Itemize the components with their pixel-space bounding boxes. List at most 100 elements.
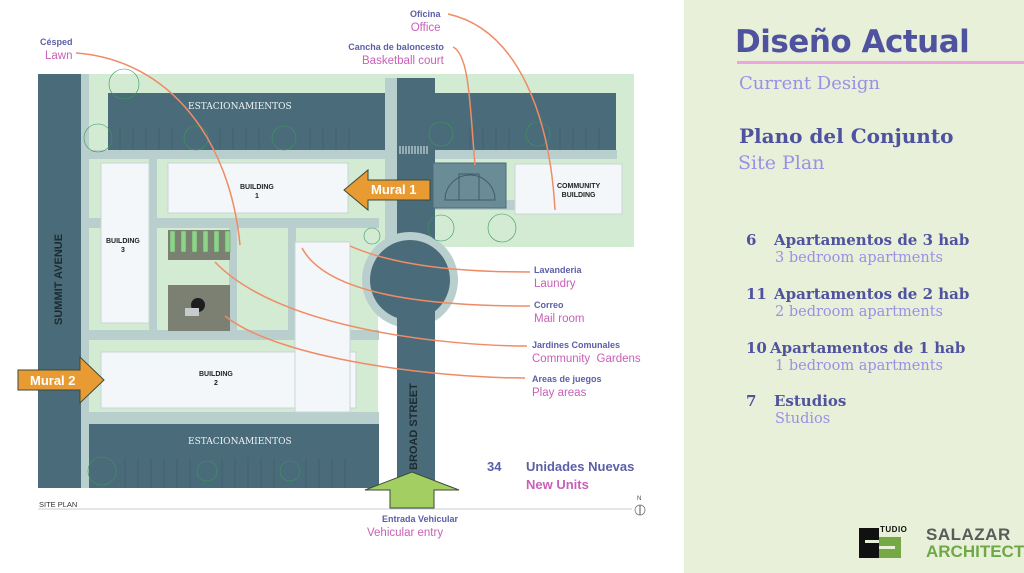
logo-slot-2 <box>879 546 895 549</box>
sidewalk-v3 <box>288 220 296 340</box>
callout-entry-en: Vehicular entry <box>367 527 444 539</box>
brand-subtitle: ARCHITECT <box>926 542 1024 561</box>
unit-count: 10 <box>746 339 767 357</box>
title-underline <box>737 61 1024 64</box>
sidewalk-north <box>89 150 617 159</box>
summit-avenue-road <box>38 74 81 488</box>
page-title: Diseño Actual <box>735 24 970 60</box>
sidewalk-v2 <box>229 220 237 340</box>
unit-type-es: Apartamentos de 2 hab <box>774 285 970 303</box>
callout-lawn-es: Césped <box>40 37 73 47</box>
callout-line-gardens <box>214 261 528 347</box>
parking-bottom-label: ESTACIONAMIENTOS <box>188 437 292 447</box>
parking-top-label: ESTACIONAMIENTOS <box>188 102 292 112</box>
building-3[interactable] <box>100 162 150 324</box>
section-title: Plano del Conjunto <box>739 124 954 148</box>
callout-mail-en: Mail room <box>534 313 585 325</box>
callout-gardens: Jardines Comunales Community Gardens <box>532 341 641 366</box>
callout-basketball-en: Basketball court <box>362 55 444 67</box>
mural-1-label: Mural 1 <box>371 182 417 197</box>
north-label: N <box>637 496 642 502</box>
site-plan-caption: SITE PLAN <box>39 500 78 509</box>
callout-laundry-es: Lavanderia <box>534 265 582 275</box>
callout-gardens-es: Jardines Comunales <box>532 340 621 350</box>
studio-logo: TUDIO <box>859 524 907 560</box>
logo-studio-text: TUDIO <box>880 525 908 534</box>
court-key <box>458 173 480 201</box>
callout-line-basketball <box>452 46 476 166</box>
total-units-es: Unidades Nuevas <box>526 459 635 474</box>
site-plan-drawing <box>17 13 646 516</box>
community-building[interactable] <box>514 163 623 215</box>
callout-play-en: Play areas <box>532 387 587 399</box>
unit-type-en: 1 bedroom apartments <box>775 358 943 374</box>
parking-lot-top <box>108 93 616 151</box>
callout-office: Oficina Office <box>410 10 441 35</box>
parking-stalls-bottom <box>124 458 346 488</box>
unit-type-en: 3 bedroom apartments <box>775 250 943 266</box>
sidewalk-v1 <box>149 150 157 340</box>
callout-lawn-en: Lawn <box>45 50 73 62</box>
broad-street-south <box>397 300 435 488</box>
site-plan: ESTACIONAMIENTOS ESTACIONAMIENTOS SUMMIT… <box>17 10 646 540</box>
section-subtitle: Site Plan <box>738 152 825 174</box>
parking-entry-top <box>385 78 435 98</box>
mural-1-arrow[interactable] <box>343 168 431 212</box>
unit-count: 6 <box>746 231 757 249</box>
unit-count: 7 <box>746 392 757 410</box>
callout-basketball-es: Cancha de baloncesto <box>348 42 444 52</box>
total-units-count: 34 <box>487 459 502 474</box>
callout-laundry: Lavanderia Laundry <box>534 266 582 291</box>
page-subtitle: Current Design <box>739 73 880 94</box>
callout-basketball: Cancha de baloncesto Basketball court <box>346 43 444 68</box>
callout-line-office <box>447 13 556 211</box>
parking-lot-bottom <box>89 424 379 488</box>
community-gardens[interactable] <box>168 230 230 260</box>
vehicular-entry-arrow[interactable] <box>364 471 460 509</box>
sidewalk-stub <box>385 78 397 98</box>
broad-street-label: BROAD STREET <box>408 383 420 470</box>
court-key-arc <box>444 174 496 201</box>
play-equipment <box>185 308 199 316</box>
garden-beds <box>169 230 231 253</box>
crosswalk <box>399 146 428 154</box>
basketball-court[interactable] <box>432 162 507 209</box>
sidewalk-parking <box>89 412 379 424</box>
building-1[interactable] <box>167 162 349 214</box>
logo-block-black <box>859 528 879 558</box>
unit-type-en: 2 bedroom apartments <box>775 304 943 320</box>
unit-type-es: Apartamentos de 1 hab <box>770 339 966 357</box>
unit-type-es: Estudios <box>774 392 847 410</box>
callout-lawn: Césped Lawn <box>40 38 73 63</box>
callout-entry-es: Entrada Vehicular <box>382 514 459 524</box>
sidewalk-east <box>385 98 397 248</box>
summit-sidewalk <box>81 74 89 488</box>
callout-gardens-en: Community Gardens <box>532 353 641 365</box>
summit-avenue-label: SUMMIT AVENUE <box>53 233 65 325</box>
callout-office-es: Oficina <box>410 9 441 19</box>
callout-mail: Correo Mail room <box>534 301 584 326</box>
unit-type-en: Studios <box>775 411 831 427</box>
callout-laundry-en: Laundry <box>534 278 576 290</box>
info-panel: Diseño Actual Current Design Plano del C… <box>684 0 1024 573</box>
callout-mail-es: Correo <box>534 300 564 310</box>
callout-line-laundry <box>349 245 531 273</box>
parking-stalls-top <box>119 127 600 151</box>
callout-line-play <box>224 315 526 379</box>
callout-play-es: Areas de juegos <box>532 374 602 384</box>
unit-type-es: Apartamentos de 3 hab <box>774 231 970 249</box>
total-units-en: New Units <box>526 477 589 492</box>
callout-line-mail <box>301 247 531 307</box>
callout-entry: Entrada Vehicular Vehicular entry <box>367 515 458 540</box>
logo-slot <box>865 540 879 543</box>
callout-play: Areas de juegos Play areas <box>532 375 602 400</box>
building-east[interactable] <box>294 241 351 413</box>
callout-line-lawn <box>75 52 241 246</box>
callout-lines <box>75 13 556 379</box>
callout-office-en: Office <box>410 22 441 34</box>
mural-2-arrow[interactable] <box>17 355 105 405</box>
